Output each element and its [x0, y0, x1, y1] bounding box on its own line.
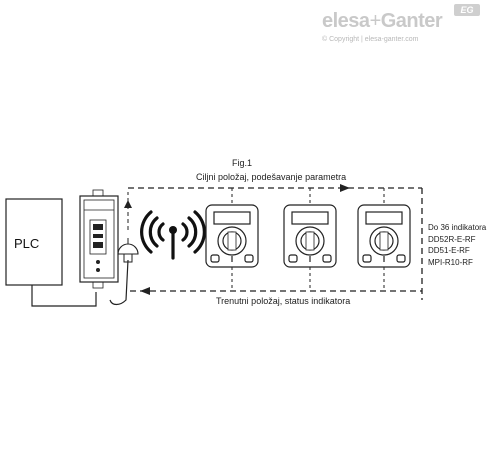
side-note-line: DD52R-E-RF [428, 234, 476, 244]
gateway-antenna [109, 238, 139, 306]
plc-box [5, 198, 63, 286]
gateway-unit [79, 189, 119, 289]
side-note-line: Do 36 indikatora [428, 223, 487, 232]
brand-name-part2: Ganter [380, 10, 443, 32]
figure-label: Fig.1 [232, 158, 253, 168]
side-note-line: DD51-E-RF [428, 246, 470, 255]
copyright-text: © Copyright | elesa-ganter.com [322, 36, 419, 43]
brand-plus: + [369, 10, 382, 32]
brand-logo: elesa+Ganter EG © Copyright | elesa-gant… [316, 4, 484, 50]
side-note-line: MPI-R10-RF [428, 257, 473, 267]
plc-label: PLC [14, 236, 40, 251]
position-indicator-3 [357, 204, 411, 268]
side-note: Do 36 indikatora DD52R-E-RF DD51-E-RF MP… [428, 222, 486, 268]
wireless-signal-dot [169, 226, 177, 234]
position-indicator-2 [283, 204, 337, 268]
indicator-links [231, 188, 385, 291]
position-indicator-1 [205, 204, 259, 268]
bottom-flow-label: Trenutni položaj, status indikatora [216, 296, 351, 306]
brand-name-part1: elesa [322, 10, 370, 32]
top-flow-label: Ciljni položaj, podešavanje parametra [196, 172, 347, 182]
brand-badge: EG [454, 4, 480, 16]
brand-name: elesa+Ganter [322, 10, 443, 33]
bottom-flow-line [130, 287, 422, 295]
uplink-arrow [124, 192, 132, 230]
plc-cable [31, 285, 97, 307]
top-flow-line [128, 184, 422, 192]
wireless-signal-icon [140, 210, 206, 260]
